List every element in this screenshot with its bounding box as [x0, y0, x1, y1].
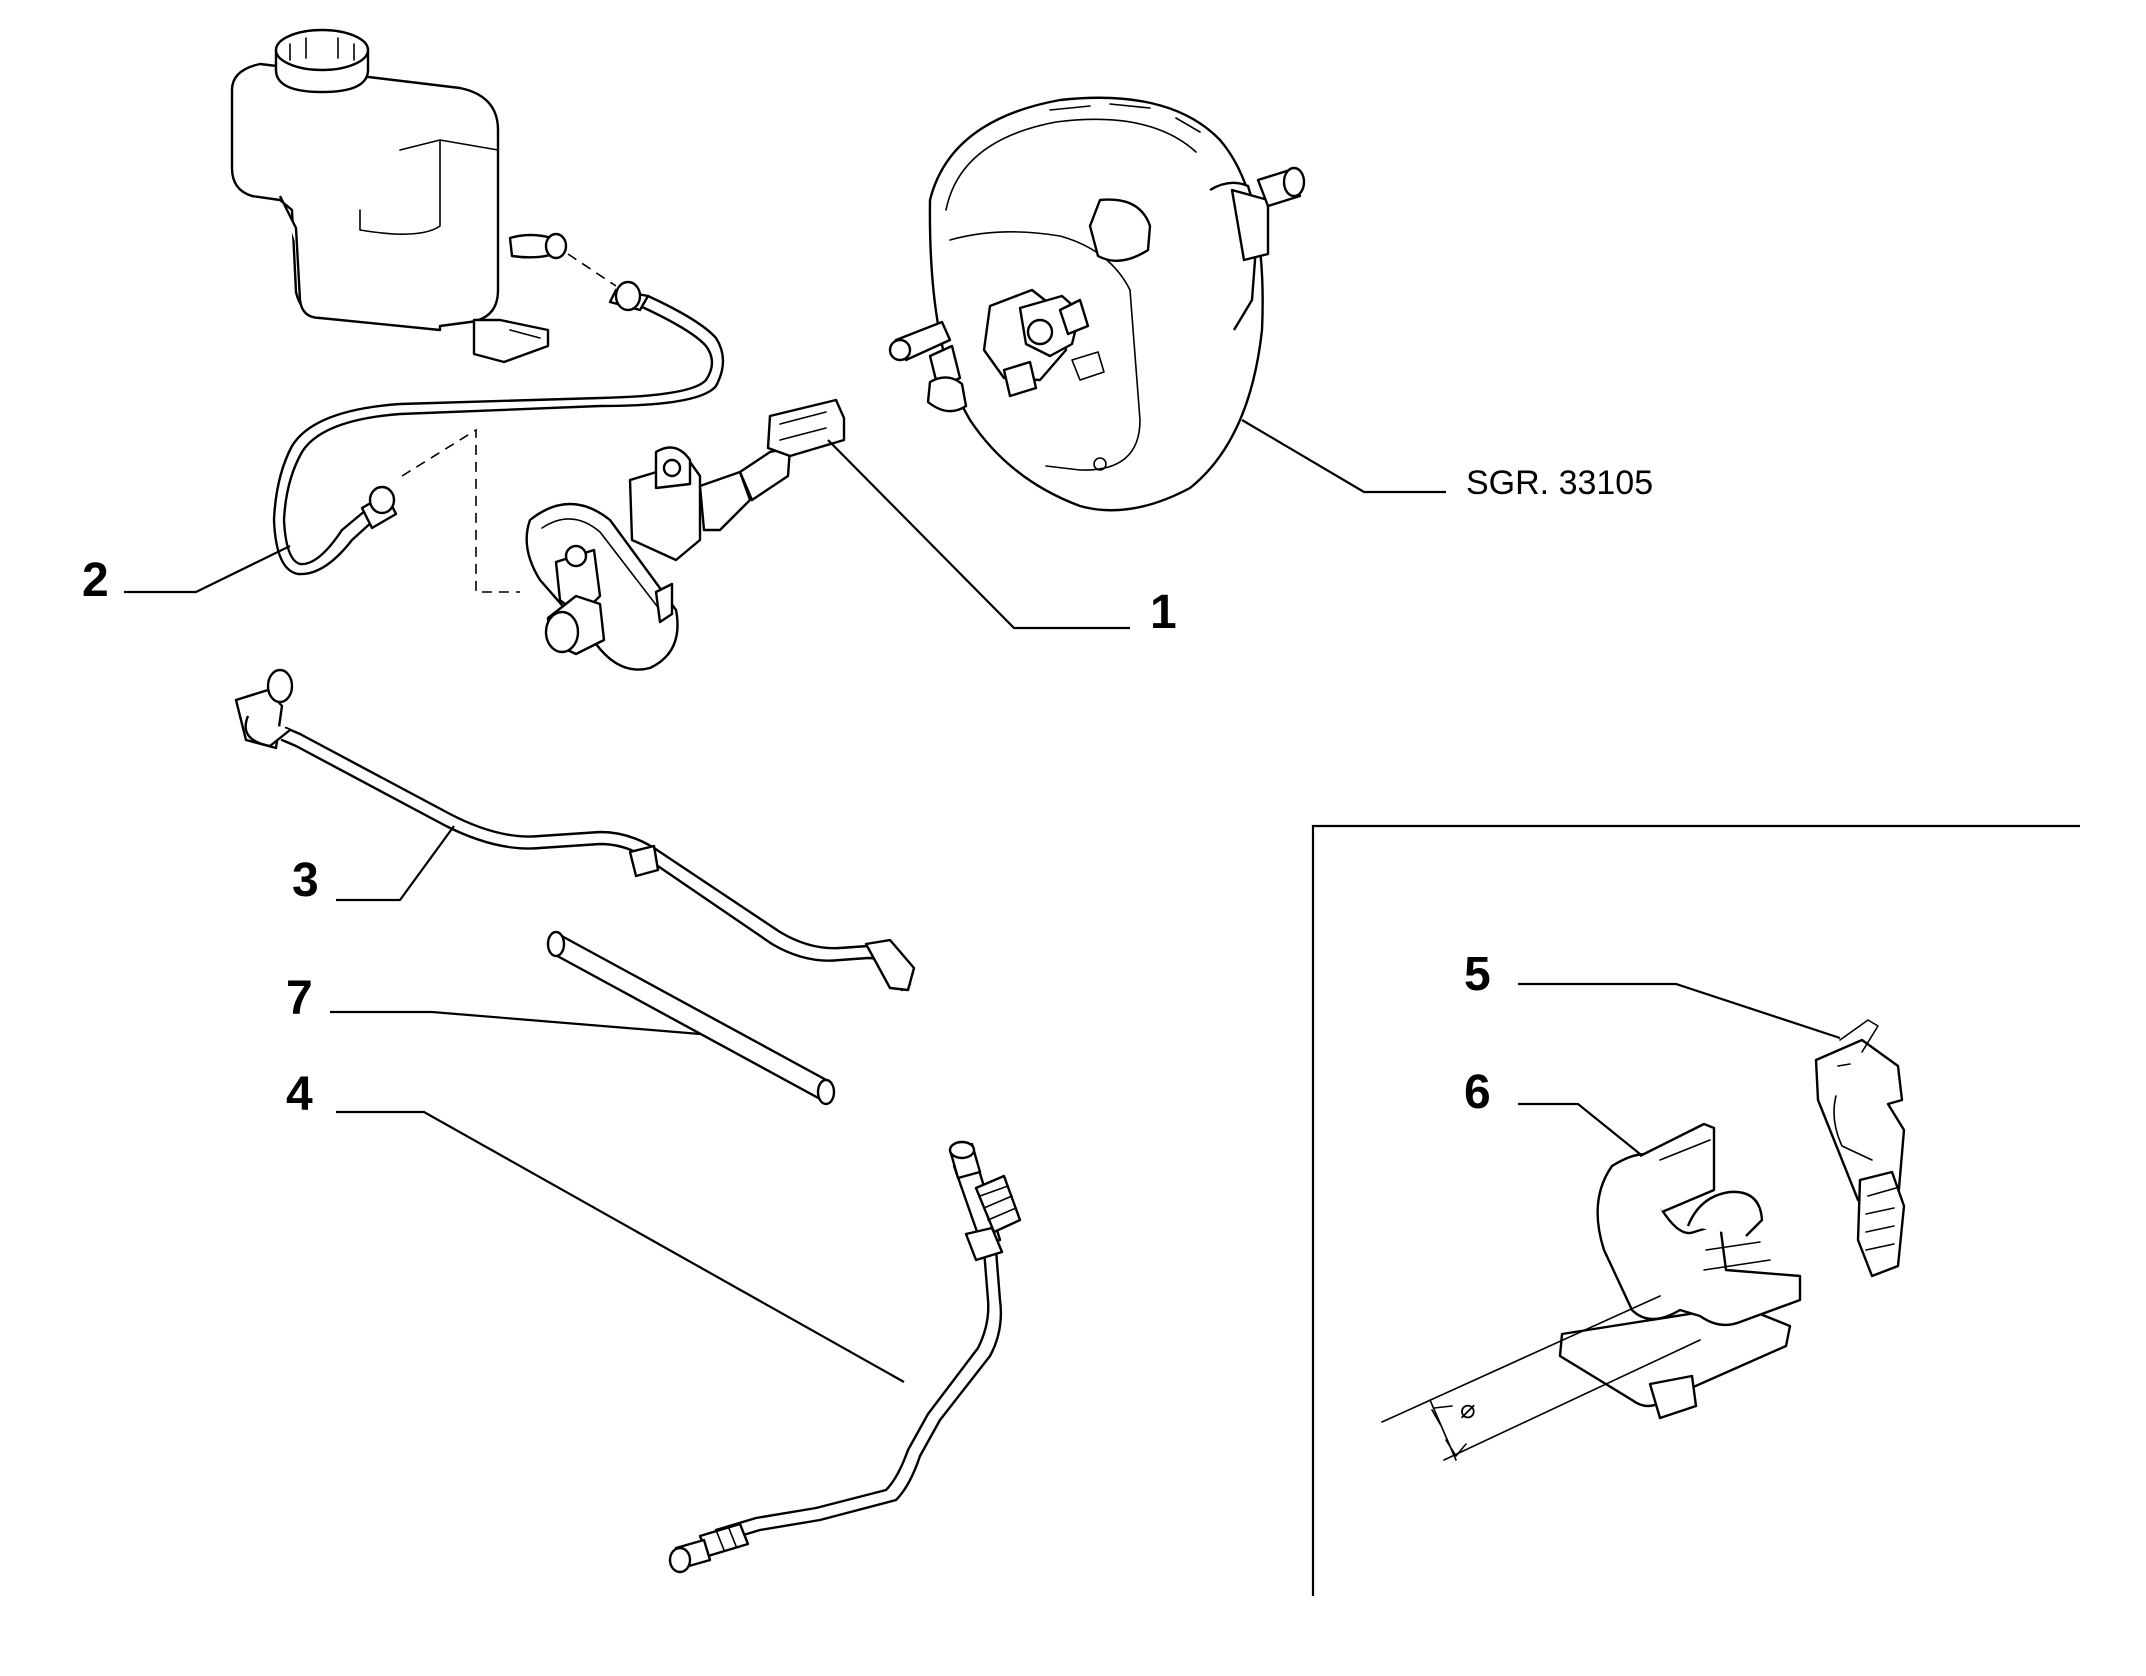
- brake-booster: [888, 96, 1306, 512]
- leader-4: [336, 1110, 905, 1383]
- callout-5: 5: [1464, 948, 1491, 1001]
- leader-5: [1518, 982, 1841, 1040]
- leader-2: [124, 545, 291, 594]
- alignment-line: [567, 253, 617, 287]
- leader-1: [827, 439, 1130, 630]
- straight-tube: [546, 930, 836, 1106]
- callout-4: 4: [286, 1068, 313, 1121]
- leader-ref: [1241, 419, 1446, 494]
- fluid-reservoir: [230, 28, 568, 364]
- brake-line: [668, 1140, 1022, 1574]
- callout-3: 3: [292, 854, 319, 907]
- double-clamp: [1558, 1122, 1802, 1420]
- diameter-symbol: ⌀: [1460, 1395, 1476, 1425]
- diameter-dimension: ⌀: [1381, 1295, 1701, 1461]
- leader-6: [1518, 1102, 1641, 1155]
- pipe-clip: [1814, 1019, 1906, 1278]
- rigid-pipe: [234, 668, 916, 992]
- master-cylinder: [525, 398, 846, 671]
- leader-7: [330, 1010, 701, 1036]
- inset-frame: [1311, 824, 2080, 1596]
- callout-2: 2: [82, 554, 109, 607]
- callout-1: 1: [1150, 586, 1177, 639]
- reference-label: SGR. 33105: [1466, 464, 1653, 502]
- alignment-line: [401, 428, 520, 593]
- callout-6: 6: [1464, 1066, 1491, 1119]
- flexible-hose: [272, 280, 725, 576]
- leader-3: [336, 825, 455, 902]
- callout-7: 7: [286, 972, 313, 1025]
